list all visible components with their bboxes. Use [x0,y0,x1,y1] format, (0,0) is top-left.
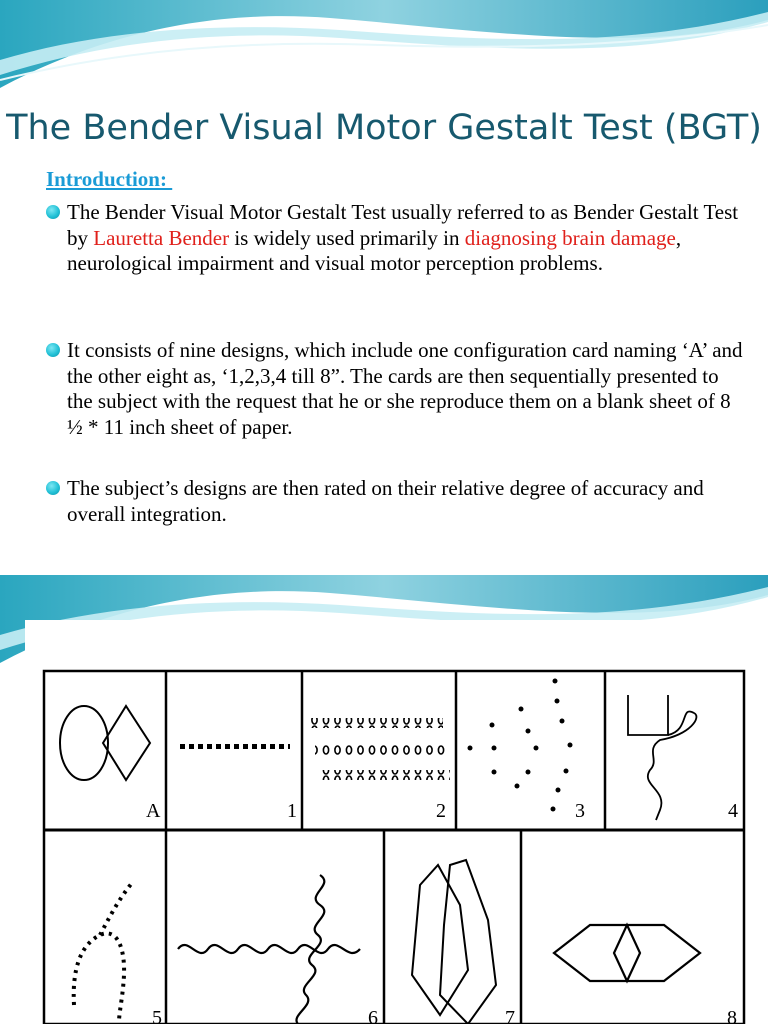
card-label-4: 4 [728,800,738,822]
card-8-design [552,922,702,984]
bender-designs-figure [25,620,768,1024]
card-a-design [59,704,152,782]
card-label-6: 6 [368,1007,378,1024]
card-label-a: A [146,800,161,822]
slide-title: The Bender Visual Motor Gestalt Test (BG… [6,108,762,148]
card-label-5: 5 [152,1007,162,1024]
author-name: Lauretta Bender [93,225,230,250]
header-wave-decoration [0,575,768,663]
bender-cards-grid: A 1 2 3 4 5 6 7 8 [42,669,746,1024]
bullet-1-text-a: The Bender Visual Motor Gestalt Test usu… [67,200,739,250]
bullet-1: The Bender Visual Motor Gestalt Test usu… [46,200,747,277]
card-label-7: 7 [505,1007,515,1024]
card-label-3: 3 [575,800,585,822]
bullet-dot-icon [46,481,60,495]
intro-heading: Introduction: [46,167,173,191]
bullet-2-text: It consists of nine designs, which inclu… [67,338,743,439]
bullet-1-text-b: is widely used primarily in [229,225,465,250]
header-wave-decoration [0,0,768,88]
bullet-2: It consists of nine designs, which inclu… [46,338,747,440]
card-1-design [180,744,290,749]
diagnosis-highlight: diagnosing brain damage [464,225,676,250]
card-labels: A 1 2 3 4 5 6 7 8 [146,800,738,1024]
card-3-design [467,678,573,812]
card-7-design [410,858,498,1024]
card-label-1: 1 [287,800,297,822]
card-5-design [71,881,134,1021]
slide-2: A 1 2 3 4 5 6 7 8 [0,575,768,1024]
bullet-3: The subject’s designs are then rated on … [46,476,747,527]
bullet-dot-icon [46,205,60,219]
card-2-design [311,718,450,780]
card-label-2: 2 [436,800,446,822]
bullet-1-text-c: , neurological impairment and visual mot… [67,225,682,276]
card-label-8: 8 [727,1007,737,1024]
slide-1: The Bender Visual Motor Gestalt Test (BG… [0,0,768,527]
bullet-3-text: The subject’s designs are then rated on … [67,476,704,526]
card-4-design [627,695,698,821]
card-6-design [177,874,361,1024]
grid-frame [42,669,746,1024]
bullet-dot-icon [46,343,60,357]
